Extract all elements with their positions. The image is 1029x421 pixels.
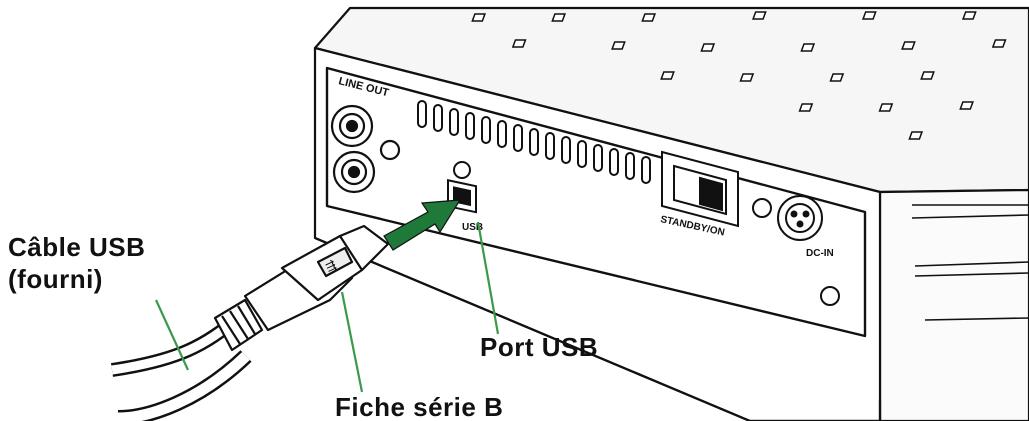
device: [313, 6, 1029, 421]
leader-lines: [154, 221, 500, 393]
device-side: [878, 188, 1029, 421]
rear-vent-slots: [417, 100, 651, 184]
device-base: [314, 236, 882, 421]
insertion-arrow: [383, 199, 462, 251]
leader-cable: [154, 299, 190, 371]
top-vents: [471, 11, 1007, 140]
leader-plug: [340, 291, 364, 393]
dc-in-label: DC-IN: [806, 248, 834, 259]
cable-label-line1: Câble USB: [8, 232, 146, 262]
cable-callout: Câble USB (fourni): [8, 231, 145, 295]
leader-port: [476, 221, 500, 335]
usb-cable: ⇶: [110, 224, 390, 421]
usb-small-label: USB: [462, 222, 483, 233]
cable-label-line2: (fourni): [8, 264, 103, 294]
b-plug-callout: Fiche série B: [335, 392, 504, 421]
usb-port-callout: Port USB: [480, 332, 599, 362]
dc-in-port: DC-IN: [752, 195, 840, 306]
